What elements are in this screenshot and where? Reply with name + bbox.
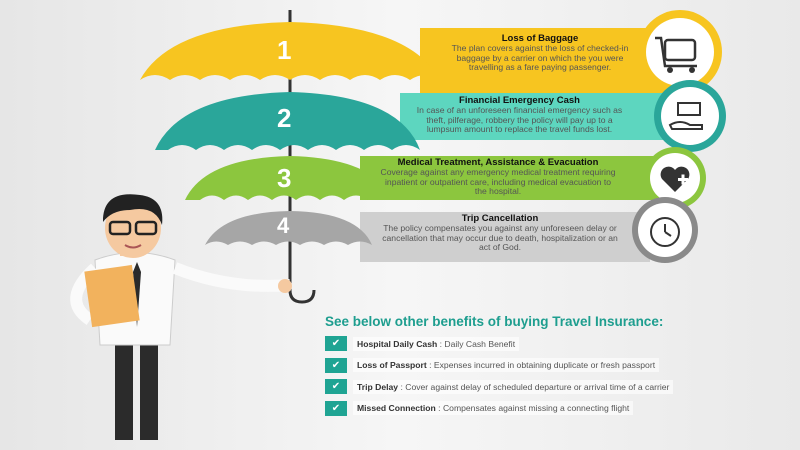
umbrella-2 <box>155 92 420 150</box>
checkmark-icon: ✔ <box>325 400 347 416</box>
benefit-desc: : Daily Cash Benefit <box>437 338 516 349</box>
benefit-row: ✔ Trip Delay : Cover against delay of sch… <box>325 378 674 395</box>
umbrella-4 <box>205 211 372 245</box>
luggage-trolley-icon <box>638 10 722 94</box>
benefit-row: ✔ Loss of Passport : Expenses incurred in… <box>325 357 673 374</box>
umbrella-3 <box>185 156 392 200</box>
benefit-label: Hospital Daily Cash <box>357 338 438 349</box>
benefit-row: ✔ Hospital Daily Cash : Daily Cash Benefi… <box>325 335 673 352</box>
alarm-clock-icon <box>632 197 698 263</box>
benefit-text: In case of an unforeseen financial emerg… <box>416 105 623 135</box>
businessman-illustration <box>70 194 292 440</box>
benefit-text: The policy compensates you against any u… <box>382 223 618 253</box>
benefit-desc: : Compensates against missing a connecti… <box>435 403 630 414</box>
banner-3 <box>360 156 660 200</box>
banner-4 <box>360 212 650 262</box>
benefit-title: Medical Treatment, Assistance & Evacuati… <box>397 157 599 168</box>
item-number-4: 4 <box>277 213 290 238</box>
benefit-title: Loss of Baggage <box>501 33 579 44</box>
benefit-title: Financial Emergency Cash <box>459 95 580 106</box>
benefit-label: Missed Connection <box>357 403 436 414</box>
heart-plus-icon <box>644 147 706 209</box>
benefit-card-3: Medical Treatment, Assistance & Evacuati… <box>378 158 618 197</box>
benefit-card-1: Loss of Baggage The plan covers against … <box>440 34 640 73</box>
other-benefits: See below other benefits of buying Trave… <box>325 314 674 421</box>
item-number-1: 1 <box>277 35 292 65</box>
item-number-3: 3 <box>277 163 292 193</box>
benefit-card-2: Financial Emergency Cash In case of an u… <box>412 96 627 135</box>
benefit-label: Loss of Passport <box>357 360 427 371</box>
hand-cash-icon <box>654 80 726 152</box>
checkmark-icon: ✔ <box>325 336 347 351</box>
item-number-2: 2 <box>277 103 292 133</box>
benefit-title: Trip Cancellation <box>461 213 539 224</box>
umbrella-1 <box>140 22 440 80</box>
benefit-label: Trip Delay <box>357 381 399 392</box>
benefit-text: The plan covers against the loss of chec… <box>451 43 629 73</box>
checkmark-icon: ✔ <box>325 357 347 373</box>
benefit-desc: : Cover against delay of scheduled depar… <box>398 381 670 392</box>
banner-2 <box>400 93 690 140</box>
checkmark-icon: ✔ <box>325 379 347 395</box>
benefit-card-4: Trip Cancellation The policy compensates… <box>380 214 620 253</box>
benefit-desc: : Expenses incurred in obtaining duplica… <box>426 360 656 371</box>
benefit-text: Coverage against any emergency medical t… <box>380 167 616 197</box>
umbrella-handle <box>288 289 316 304</box>
benefit-row: ✔ Missed Connection : Compensates against… <box>325 400 673 417</box>
other-benefits-heading: See below other benefits of buying Trave… <box>325 314 664 329</box>
